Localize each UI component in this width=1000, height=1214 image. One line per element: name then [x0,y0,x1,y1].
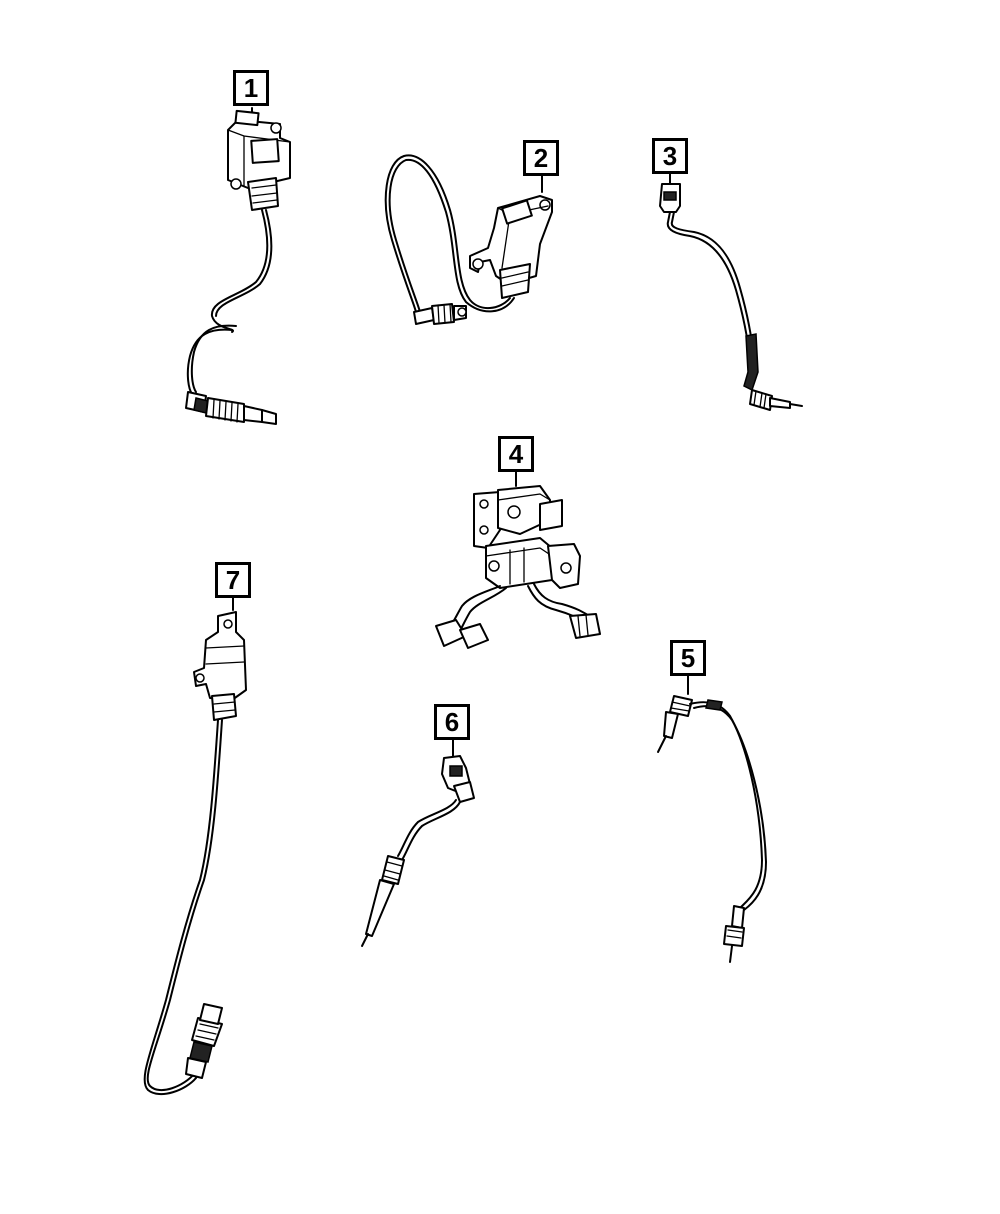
callout-1: 1 [233,70,269,106]
part-1-oxygen-sensor-module [185,107,291,425]
part-5-temperature-sensor [657,675,767,963]
part-3-temperature-sensor [659,173,803,411]
callout-6: 6 [434,704,470,740]
part-4-sensor-assembly [435,471,601,649]
callout-2: 2 [523,140,559,176]
part-6-temperature-sensor [361,739,475,947]
callout-4: 4 [498,436,534,472]
part-2-sensor-module [384,154,553,325]
callout-7: 7 [215,562,251,598]
callout-5: 5 [670,640,706,676]
part-7-oxygen-sensor-module [143,595,247,1096]
callout-3: 3 [652,138,688,174]
